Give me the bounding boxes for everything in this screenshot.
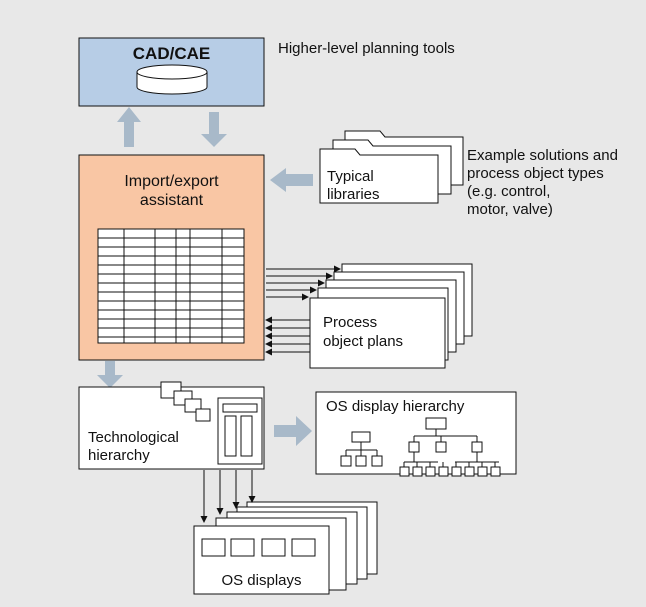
examples-label-line4: motor, valve) — [467, 201, 553, 218]
assistant-label-line2: assistant — [139, 192, 204, 209]
os-displays-label: OS displays — [221, 572, 302, 589]
os-displays-stack — [193, 501, 378, 595]
process-plans-stack — [309, 263, 473, 369]
tree-diagram-small — [340, 431, 383, 467]
planning-tools-label: Higher-level planning tools — [278, 40, 455, 57]
libraries-block-arrow — [270, 168, 313, 192]
assistant-label-line1: Import/export — [124, 173, 219, 190]
technological-hierarchy-label-line1: Technological — [88, 429, 179, 446]
cad-cae-label: CAD/CAE — [132, 44, 211, 63]
typical-libraries-label-line2: libraries — [327, 186, 380, 203]
tree-diagram-large — [399, 417, 501, 477]
process-plans-label-line2: object plans — [323, 333, 404, 350]
assistant-down-block-arrow — [97, 361, 123, 388]
examples-label-line2: process object types — [467, 165, 604, 182]
panel-icon — [217, 397, 263, 465]
database-icon — [136, 64, 208, 95]
small-sheets-icon — [160, 381, 211, 422]
down-block-arrow — [201, 112, 227, 147]
export-arrows — [266, 265, 341, 301]
typical-libraries-stack — [319, 130, 464, 204]
examples-label-line3: (e.g. control, — [467, 183, 551, 200]
os-display-hierarchy-label: OS display hierarchy — [326, 398, 465, 415]
process-plans-label-line1: Process — [323, 314, 378, 331]
typical-libraries-label-line1: Typical — [327, 168, 374, 185]
hierarchy-right-block-arrow — [274, 416, 312, 446]
import-arrows — [265, 316, 310, 356]
assistant-table-grid — [97, 228, 245, 344]
technological-hierarchy-label-line2: hierarchy — [88, 447, 150, 464]
examples-label-line1: Example solutions and — [467, 147, 618, 164]
up-block-arrow — [117, 107, 141, 147]
displays-arrows — [200, 470, 256, 523]
